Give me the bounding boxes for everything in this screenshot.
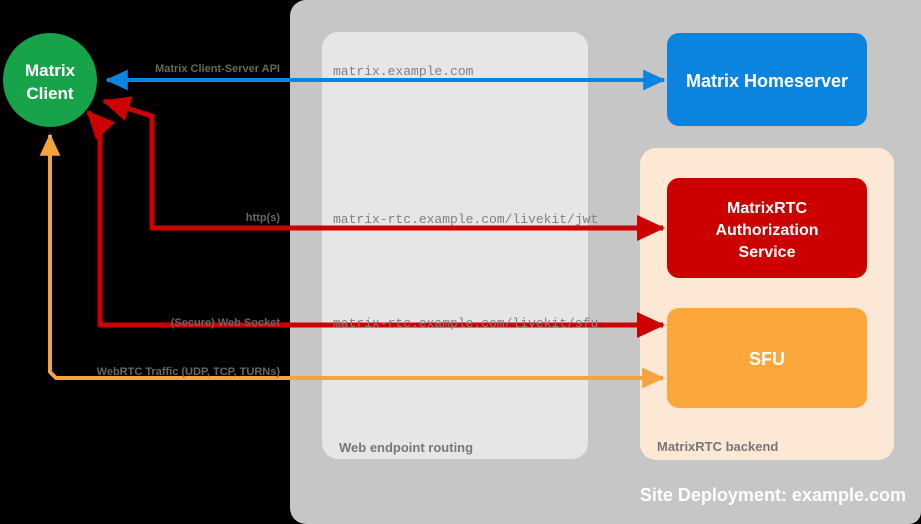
node-matrix-homeserver[interactable] [667, 33, 867, 126]
node-authorization-service-label-line3: Service [739, 244, 796, 261]
flow-livekit-jwt [102, 96, 666, 241]
flow-label-http-s: http(s) [246, 212, 281, 224]
group-label-web-endpoint-routing: Web endpoint routing [339, 440, 473, 455]
node-sfu-label: SFU [749, 349, 785, 369]
endpoint-livekit-jwt: matrix-rtc.example.com/livekit/jwt [333, 212, 598, 227]
flow-label-client-server-api: Matrix Client-Server API [155, 63, 280, 75]
flow-label-web-socket: (Secure) Web Socket [171, 317, 281, 329]
node-matrix-client[interactable] [3, 33, 97, 127]
node-matrix-homeserver-label: Matrix Homeserver [686, 71, 848, 91]
node-authorization-service-label-line1: MatrixRTC [727, 200, 807, 217]
endpoint-matrix-example-com: matrix.example.com [333, 64, 474, 79]
flow-label-webrtc-traffic: WebRTC Traffic (UDP, TCP, TURNs) [97, 366, 281, 378]
flow-webrtc-traffic [39, 133, 665, 389]
node-sfu[interactable] [667, 308, 867, 408]
endpoint-livekit-sfu: matrix-rtc.example.com/livekit/sfu [333, 316, 598, 331]
node-matrixrtc-authorization-service[interactable] [667, 178, 867, 278]
site-deployment-label: Site Deployment: example.com [640, 485, 906, 505]
flow-livekit-sfu [86, 110, 666, 338]
node-matrix-client-label-line2: Client [26, 84, 74, 103]
node-authorization-service-label-line2: Authorization [715, 222, 818, 239]
group-web-endpoint-routing [322, 32, 588, 459]
node-matrix-client-label-line1: Matrix [25, 61, 76, 80]
group-label-matrixrtc-backend: MatrixRTC backend [657, 439, 778, 454]
